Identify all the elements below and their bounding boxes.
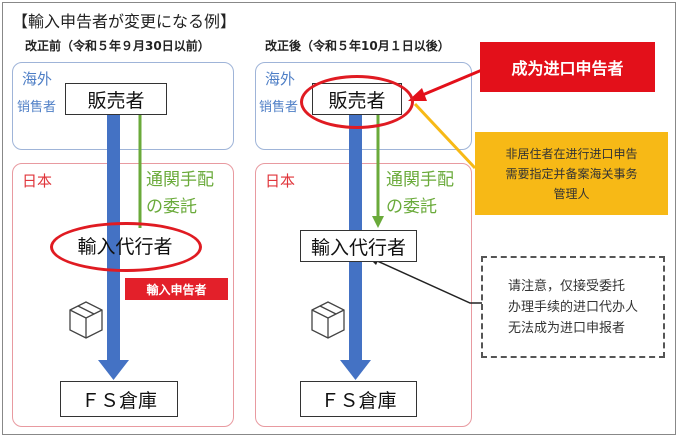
dashed-note-line: 请注意，仅接受委托	[507, 278, 625, 294]
before-agent-highlight	[50, 222, 202, 272]
after-green-arrow	[372, 113, 384, 228]
before-seller-box: 販売者	[65, 83, 167, 115]
before-heading: 改正前（令和５年９月30日以前）	[25, 39, 210, 53]
package-icon	[311, 301, 345, 339]
after-commission-line1: 通関手配	[386, 170, 454, 190]
after-overseas-label: 海外	[265, 70, 296, 88]
after-japan-label: 日本	[265, 172, 296, 190]
yellow-note: 非居住者在进行进口申告需要指定并备案海关事务管理人	[475, 132, 668, 215]
before-japan-region	[12, 163, 234, 427]
before-warehouse-box: ＦＳ倉庫	[60, 381, 178, 417]
dashed-note-line: 办理手续的进口代办人	[507, 299, 638, 315]
before-japan-label: 日本	[22, 172, 53, 190]
after-commission-line2: の委託	[386, 197, 437, 217]
dashed-note: 请注意，仅接受委托办理手续的进口代办人无法成为进口申报者	[481, 256, 665, 358]
after-seller-role: 销售者	[259, 100, 299, 115]
yellow-connector	[413, 102, 477, 170]
after-heading: 改正後（令和５年10月１日以後）	[265, 39, 450, 53]
diagram-title: 【輸入申告者が変更になる例】	[12, 12, 237, 31]
after-overseas-region	[255, 62, 472, 150]
dashed-note-line: 无法成为进口申报者	[507, 320, 625, 336]
declarant-tag: 輸入申告者	[125, 278, 228, 300]
after-seller-highlight	[300, 75, 414, 129]
after-agent-box: 輸入代行者	[300, 230, 417, 262]
package-icon	[69, 301, 103, 339]
yellow-note-line: 非居住者在进行进口申告	[505, 146, 638, 161]
black-pointer-arrow	[368, 257, 482, 304]
red-pointer-arrow	[408, 68, 483, 101]
yellow-note-line: 需要指定并备案海关事务	[505, 166, 638, 181]
declarant-banner: 成为进口申告者	[480, 42, 655, 92]
before-overseas-label: 海外	[22, 70, 53, 88]
before-seller-role: 销售者	[17, 100, 57, 115]
before-overseas-region	[12, 62, 234, 150]
yellow-note-line: 管理人	[553, 186, 590, 201]
after-warehouse-box: ＦＳ倉庫	[300, 381, 417, 417]
before-commission-line2: の委託	[146, 197, 197, 217]
before-commission-line1: 通関手配	[146, 170, 214, 190]
after-japan-region	[255, 163, 472, 427]
